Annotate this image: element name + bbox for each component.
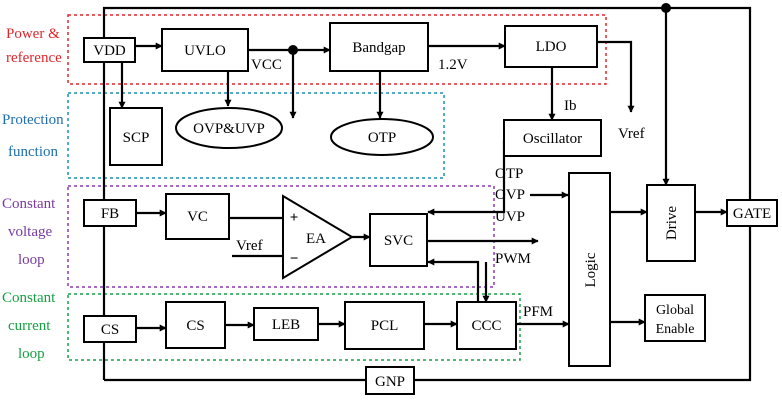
drive-label: Drive (664, 206, 680, 240)
ldo-label: LDO (536, 39, 567, 55)
ovp-uvp-block (175, 107, 283, 149)
voltage-section-label-1: Constant (2, 196, 56, 212)
cs-block (165, 301, 226, 349)
ea-label: EA (306, 231, 326, 247)
wire-oscillator-svc (427, 140, 506, 216)
oscillator-label: Oscillator (523, 131, 582, 147)
wire-ldo-vref (597, 40, 635, 113)
gnp-pin-label: GNP (375, 374, 405, 390)
drive-block (646, 184, 696, 262)
ib-label: Ib (564, 98, 577, 114)
svc-label: SVC (384, 233, 413, 249)
uvlo-label: UVLO (184, 43, 226, 59)
chip-outline (102, 6, 752, 382)
current-section-label-1: Constant (2, 290, 56, 306)
v12-label: 1.2V (438, 57, 468, 73)
fb-pin-label: FB (101, 206, 119, 222)
bandgap-block (329, 22, 429, 72)
wire-ccc-svc (427, 258, 480, 306)
ea-amplifier (282, 194, 354, 280)
voltage-section-label-3: loop (18, 252, 45, 268)
cs-label: CS (186, 318, 204, 334)
leb-block (253, 307, 319, 341)
ea-minus-sign: − (290, 251, 299, 267)
oscillator-block (503, 119, 602, 157)
global-enable-label-1: Global (656, 303, 694, 318)
ovp-uvp-label: OVP&UVP (193, 121, 265, 137)
vref-ea-label: Vref (236, 238, 263, 254)
vdd-pin (83, 37, 136, 63)
scp-block (109, 107, 163, 166)
otp-label: OTP (368, 130, 396, 146)
fb-pin (83, 199, 137, 227)
gate-pin (726, 199, 778, 227)
uvlo-block (161, 28, 249, 72)
ccc-block (456, 301, 517, 350)
pcl-label: PCL (371, 318, 399, 334)
ovp-signal-label: OVP (495, 187, 525, 203)
power-section-label-1: Power & (6, 26, 60, 42)
current-section-frame (67, 293, 521, 361)
protection-section-label-2: function (8, 144, 58, 160)
bandgap-label: Bandgap (352, 40, 405, 56)
pcl-block (344, 301, 425, 350)
cs-pin-label: CS (101, 322, 119, 338)
gate-pin-label: GATE (733, 206, 771, 222)
junction-top (661, 3, 671, 13)
pwm-signal-label: PWM (495, 251, 531, 267)
logic-label: Logic (583, 252, 599, 287)
junction-vcc (288, 45, 298, 55)
gnp-pin (365, 366, 415, 395)
ccc-label: CCC (471, 318, 501, 334)
otp-signal-label: OTP (495, 166, 523, 182)
otp-block (330, 118, 434, 156)
global-enable-block (644, 294, 706, 342)
cs-pin (83, 315, 137, 343)
leb-label: LEB (272, 317, 300, 333)
voltage-section-frame (67, 185, 495, 288)
scp-label: SCP (123, 130, 150, 146)
protection-section-label-1: Protection (2, 112, 64, 128)
ea-plus-sign: + (290, 210, 299, 226)
logic-block (568, 172, 611, 367)
protection-section-frame (67, 92, 445, 179)
ldo-block (504, 25, 598, 68)
power-section-label-2: reference (6, 50, 62, 66)
voltage-section-label-2: voltage (8, 224, 52, 240)
svc-block (369, 213, 428, 267)
current-section-label-2: current (8, 318, 51, 334)
power-section-frame (67, 14, 607, 85)
pfm-signal-label: PFM (523, 304, 553, 320)
vc-block (165, 193, 230, 240)
vdd-pin-label: VDD (93, 43, 126, 59)
vc-label: VC (187, 209, 208, 225)
vref-top-label: Vref (618, 126, 645, 142)
current-section-label-3: loop (18, 346, 45, 362)
global-enable-label-2: Enable (656, 322, 695, 337)
vcc-label: VCC (251, 57, 282, 73)
uvp-signal-label: UVP (495, 209, 525, 225)
